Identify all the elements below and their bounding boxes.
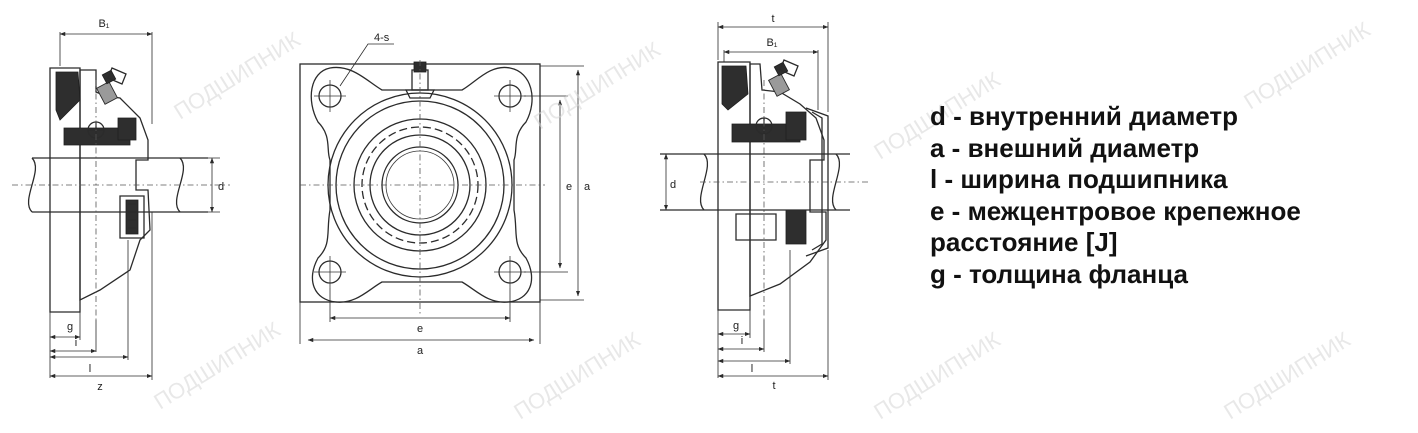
legend-row-g: g - толщина фланца [930,258,1188,289]
legend-row-e: e - межцентровое крепежное [930,195,1301,226]
watermark-text: ПОДШИПНИК [149,317,284,414]
watermark-text: ПОДШИПНИК [1239,17,1374,114]
left-bearing-insert [63,117,145,239]
watermark-text: ПОДШИПНИК [169,27,304,124]
watermark-text: ПОДШИПНИК [869,327,1004,424]
right-dim-i: i [741,335,743,347]
right-dim-b1: B₁ [766,37,777,49]
left-side-view: B₁ d g i l z [12,18,230,393]
right-grease-nipple [767,59,799,97]
right-dim-t-bottom: t [772,380,775,392]
right-dim-g: g [733,320,739,332]
legend-row-e-cont: расстояние [J] [930,227,1118,258]
left-dim-g: g [67,321,73,333]
left-dim-z: z [97,381,103,393]
right-dim-l: l [751,363,753,375]
right-housing-top [721,65,749,111]
right-dim-d: d [670,179,676,191]
right-dim-t-top: t [771,13,774,25]
left-shaft [27,157,208,213]
dimension-legend: d - внутренний диаметр a - внешний диаме… [930,101,1410,291]
legend-row-a: a - внешний диаметр [930,132,1200,163]
right-bearing-insert [731,111,807,245]
left-dim-l: l [89,363,91,375]
left-dim-b1: B₁ [98,18,109,30]
front-dim-a-h: a [417,345,424,357]
front-dim-e-v: e [566,181,572,193]
left-dim-d: d [218,181,224,193]
legend-row-d: d - внутренний диаметр [930,101,1239,131]
legend-row-l: l - ширина подшипника [930,164,1228,195]
left-housing-top [55,71,81,121]
front-view: 4-s e a e a [299,32,591,357]
right-cover-cap [805,107,829,257]
watermark-text: ПОДШИПНИК [1219,327,1354,424]
watermark-text: ПОДШИПНИК [529,37,664,134]
front-dim-e-h: e [417,323,423,335]
left-dim-i: i [75,337,77,349]
front-flange-outline [310,66,533,303]
right-housing [749,63,827,297]
front-bolt-holes [314,80,526,288]
right-side-view: t B₁ d g i l t [660,13,870,392]
front-label-holes: 4-s [374,32,390,44]
watermark-text: ПОДШИПНИК [509,327,644,424]
left-grease-nipple [95,67,127,105]
front-dim-a-v: a [584,181,591,193]
